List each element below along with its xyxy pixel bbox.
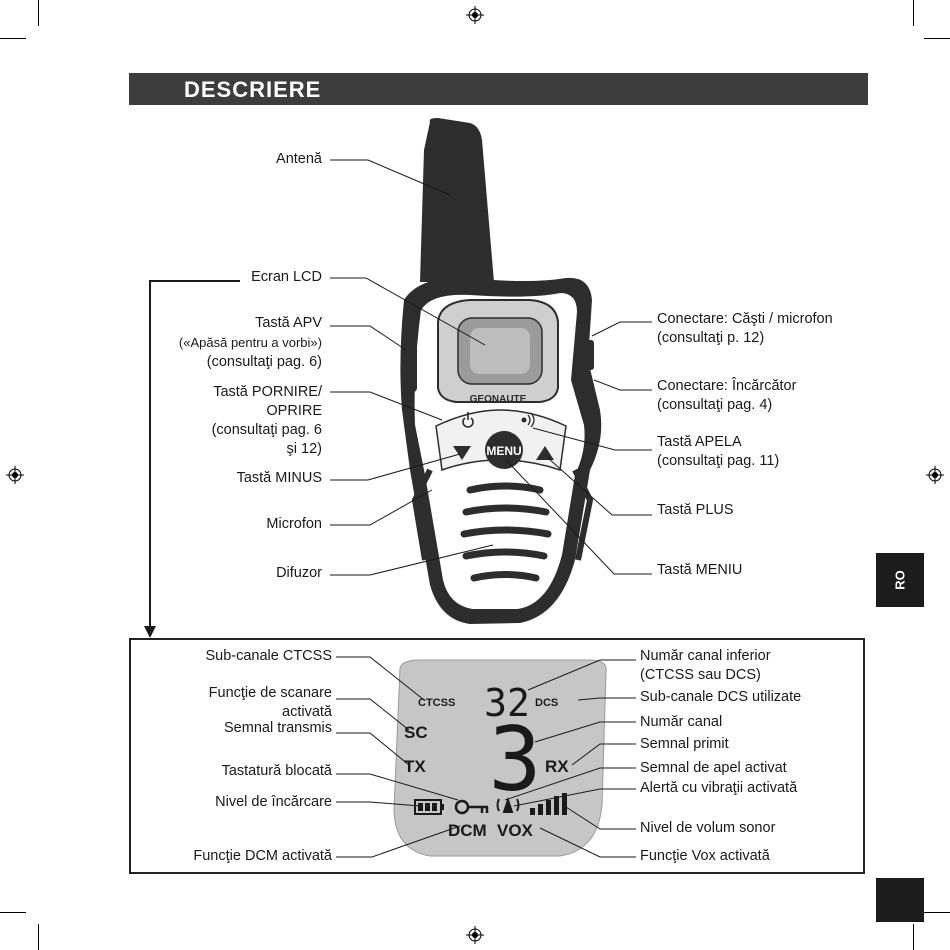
antenna — [420, 118, 494, 282]
crop-mark — [913, 924, 914, 950]
arrow-head-icon — [144, 626, 156, 638]
label-battery: Nivel de încărcare — [215, 794, 332, 810]
label-ptt-key: Tastă APV(«Apăsă pentru a vorbi»)(consul… — [178, 315, 322, 370]
label-call-key: Tastă APELA(consultaţi pag. 11) — [657, 434, 780, 469]
crop-mark — [924, 912, 950, 913]
battery-icon — [414, 799, 444, 815]
minus-arrow-icon — [453, 446, 471, 460]
label-antenna: Antenă — [276, 151, 322, 167]
registration-mark-icon — [6, 466, 24, 484]
page-title: DESCRIERE — [184, 77, 322, 102]
section-header: DESCRIERE — [129, 73, 868, 105]
label-dcm: Funcţie DCM activată — [193, 848, 332, 864]
registration-mark-icon — [466, 926, 484, 944]
label-transmit: Semnal transmis — [224, 720, 332, 736]
power-icon — [462, 412, 474, 428]
channel-digit: 3 — [489, 708, 542, 811]
volume-level-icon — [530, 793, 567, 815]
label-sub-channel: Număr canal inferior(CTCSS sau DCS) — [640, 648, 771, 683]
sc-segment: SC — [404, 723, 428, 742]
lcd-detail-frame — [129, 638, 865, 874]
registration-mark-icon — [926, 466, 944, 484]
label-call-signal: Semnal de apel activat — [640, 760, 787, 776]
label-menu-key: Tastă MENIU — [657, 562, 743, 578]
vox-segment: VOX — [497, 821, 534, 840]
label-dcs: Sub-canale DCS utilizate — [640, 689, 802, 705]
crop-mark — [913, 0, 914, 26]
label-charger-jack: Conectare: Încărcător(consultaţi pag. 4) — [657, 378, 797, 413]
tx-segment: TX — [404, 757, 426, 776]
label-microphone: Microfon — [266, 516, 322, 532]
key-lock-icon — [454, 799, 489, 815]
label-vibration: Alertă cu vibraţii activată — [640, 780, 798, 796]
label-volume: Nivel de volum sonor — [640, 820, 776, 836]
page-corner-block — [876, 878, 924, 922]
crop-mark — [0, 38, 26, 39]
label-headset-jack: Conectare: Căşti / microfon(consultaţi p… — [657, 311, 833, 346]
svg-text:MENU: MENU — [486, 444, 521, 458]
menu-button — [485, 431, 523, 469]
detail-connector — [149, 280, 230, 628]
label-keypad-lock: Tastatură blocată — [221, 763, 332, 779]
language-tab: RO — [876, 553, 924, 607]
side-jack — [584, 340, 594, 370]
label-receive: Semnal primit — [640, 736, 729, 752]
label-vox: Funcţie Vox activată — [640, 848, 770, 864]
crop-mark — [924, 38, 950, 39]
dcs-segment: DCS — [535, 697, 558, 709]
crop-mark — [38, 0, 39, 26]
label-channel-number: Număr canal — [640, 714, 723, 730]
label-ctcss: Sub-canale CTCSS — [205, 648, 332, 664]
ctcss-segment: CTCSS — [418, 697, 455, 709]
label-plus-key: Tastă PLUS — [657, 502, 734, 518]
crop-mark — [38, 924, 39, 950]
plus-arrow-icon — [536, 446, 554, 460]
call-icon — [521, 412, 535, 428]
label-speaker: Difuzor — [276, 565, 322, 581]
brand-logo: GEONAUTE — [470, 394, 527, 405]
lcd-detail-screen — [393, 659, 607, 857]
label-lcd-screen: Ecran LCD — [251, 269, 322, 285]
ptt-button — [405, 340, 417, 392]
dcm-segment: DCM — [448, 821, 487, 840]
sub-channel-digits: 32 — [484, 681, 530, 725]
registration-mark-icon — [466, 6, 484, 24]
crop-mark — [0, 912, 26, 913]
label-minus-key: Tastă MINUS — [236, 470, 322, 486]
rx-segment: RX — [545, 757, 569, 776]
